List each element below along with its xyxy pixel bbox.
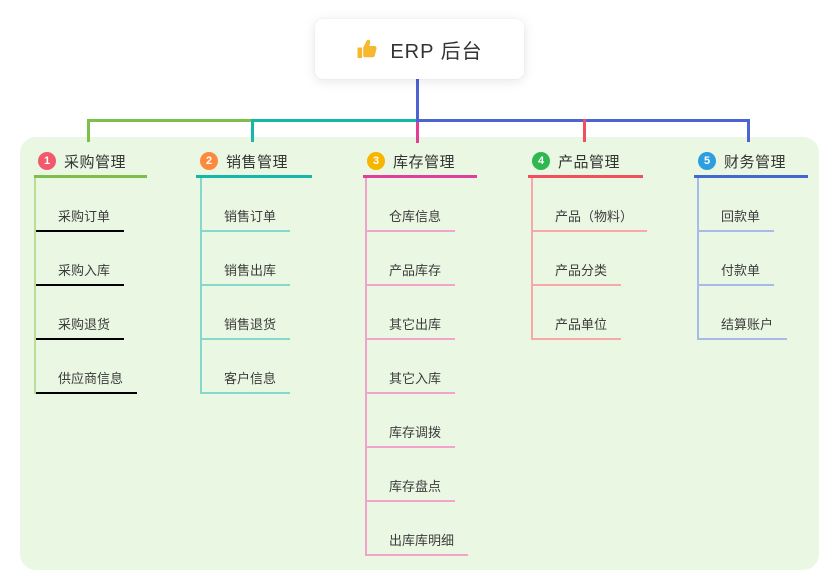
node-settlement-account[interactable]: 结算账户 — [699, 286, 788, 340]
branch-5-label: 财务管理 — [724, 153, 787, 171]
branch-title-sales[interactable]: 2 销售管理 — [196, 147, 312, 178]
root-node-label: ERP 后台 — [390, 40, 483, 63]
branch-group-background — [20, 137, 819, 570]
node-label: 产品（物料） — [555, 209, 634, 224]
branch-2-label: 销售管理 — [226, 153, 289, 171]
node-label: 回款单 — [721, 209, 761, 224]
branch-title-inventory[interactable]: 3 库存管理 — [363, 147, 477, 178]
node-outbound-detail[interactable]: 出库库明细 — [367, 502, 469, 556]
connector-drop-branch-2 — [251, 119, 254, 142]
node-product-category[interactable]: 产品分类 — [533, 232, 622, 286]
node-label: 其它入库 — [389, 371, 442, 386]
node-payment-order[interactable]: 付款单 — [699, 232, 775, 286]
node-label: 产品库存 — [389, 263, 442, 278]
node-label: 结算账户 — [721, 317, 774, 332]
connector-bus-left-green — [87, 119, 253, 122]
node-label: 其它出库 — [389, 317, 442, 332]
node-label: 采购退货 — [58, 317, 111, 332]
connector-drop-branch-1 — [87, 119, 90, 142]
branch-5-children: 回款单 付款单 结算账户 — [697, 178, 788, 340]
node-label: 供应商信息 — [58, 371, 124, 386]
node-other-outbound[interactable]: 其它出库 — [367, 286, 456, 340]
node-sales-outbound[interactable]: 销售出库 — [202, 232, 291, 286]
node-stock-taking[interactable]: 库存盘点 — [367, 448, 456, 502]
branch-2-badge: 2 — [200, 152, 218, 170]
node-purchase-order[interactable]: 采购订单 — [36, 178, 125, 232]
node-label: 销售出库 — [224, 263, 277, 278]
connector-bus-middle-teal — [251, 119, 418, 122]
branch-3-children: 仓库信息 产品库存 其它出库 其它入库 库存调拨 库存盘点 出库库明细 — [365, 178, 469, 556]
root-node[interactable]: ERP 后台 — [315, 19, 524, 79]
branch-title-finance[interactable]: 5 财务管理 — [694, 147, 808, 178]
node-purchase-return[interactable]: 采购退货 — [36, 286, 125, 340]
node-warehouse-info[interactable]: 仓库信息 — [367, 178, 456, 232]
node-label: 采购订单 — [58, 209, 111, 224]
node-label: 仓库信息 — [389, 209, 442, 224]
branch-3-badge: 3 — [367, 152, 385, 170]
branch-title-product[interactable]: 4 产品管理 — [528, 147, 643, 178]
branch-2-children: 销售订单 销售出库 销售退货 客户信息 — [200, 178, 291, 394]
node-product-unit[interactable]: 产品单位 — [533, 286, 622, 340]
branch-1-children: 采购订单 采购入库 采购退货 供应商信息 — [34, 178, 138, 394]
node-label: 库存盘点 — [389, 479, 442, 494]
connector-drop-branch-4 — [583, 119, 586, 142]
branch-title-purchase[interactable]: 1 采购管理 — [34, 147, 147, 178]
branch-4-label: 产品管理 — [558, 153, 621, 171]
node-stock-transfer[interactable]: 库存调拨 — [367, 394, 456, 448]
node-other-inbound[interactable]: 其它入库 — [367, 340, 456, 394]
node-product-stock[interactable]: 产品库存 — [367, 232, 456, 286]
node-label: 销售退货 — [224, 317, 277, 332]
node-label: 客户信息 — [224, 371, 277, 386]
connector-drop-branch-3 — [416, 122, 419, 143]
connector-drop-branch-5 — [747, 119, 750, 142]
node-purchase-inbound[interactable]: 采购入库 — [36, 232, 125, 286]
branch-4-children: 产品（物料） 产品分类 产品单位 — [531, 178, 648, 340]
branch-1-badge: 1 — [38, 152, 56, 170]
node-product-material[interactable]: 产品（物料） — [533, 178, 648, 232]
node-label: 产品分类 — [555, 263, 608, 278]
node-label: 库存调拨 — [389, 425, 442, 440]
node-sales-return[interactable]: 销售退货 — [202, 286, 291, 340]
branch-1-label: 采购管理 — [64, 153, 127, 171]
node-label: 采购入库 — [58, 263, 111, 278]
thumbs-up-icon — [356, 37, 380, 61]
node-receipt-order[interactable]: 回款单 — [699, 178, 775, 232]
node-label: 销售订单 — [224, 209, 277, 224]
branch-4-badge: 4 — [532, 152, 550, 170]
node-label: 产品单位 — [555, 317, 608, 332]
node-supplier-info[interactable]: 供应商信息 — [36, 340, 138, 394]
node-label: 付款单 — [721, 263, 761, 278]
branch-5-badge: 5 — [698, 152, 716, 170]
branch-3-label: 库存管理 — [393, 153, 456, 171]
connector-root-line — [416, 79, 419, 121]
node-sales-order[interactable]: 销售订单 — [202, 178, 291, 232]
node-customer-info[interactable]: 客户信息 — [202, 340, 291, 394]
node-label: 出库库明细 — [389, 533, 455, 548]
